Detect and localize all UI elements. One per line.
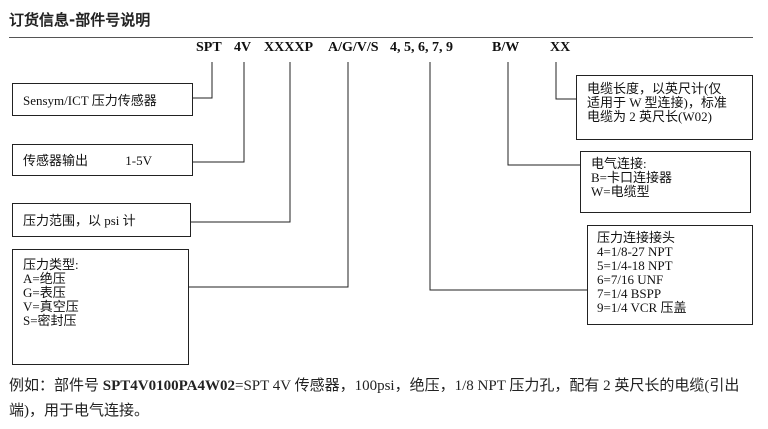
code-segment-electrical: B/W	[492, 40, 520, 55]
box-pressure-type: 压力类型: A=绝压 G=表压 V=真空压 S=密封压	[12, 249, 189, 365]
cable-line-2: 适用于 W 型连接)，标准	[587, 95, 727, 110]
box-output: 传感器输出 1-5V	[12, 144, 193, 176]
line-type	[189, 62, 349, 288]
connector-head-7: 7=1/4 BSPP	[597, 286, 662, 301]
code-segment-range: XXXXP	[264, 40, 313, 55]
electrical-b: B=卡口连接器	[591, 170, 673, 185]
sensor-label: Sensym/ICT 压力传感器	[23, 93, 157, 108]
range-label: 压力范围，以 psi 计	[23, 213, 136, 228]
cable-line-1: 电缆长度，以英尺计(仅	[587, 81, 722, 96]
box-connector-head: 压力连接接头 4=1/8-27 NPT 5=1/4-18 NPT 6=7/16 …	[587, 225, 753, 325]
connector-head-6: 6=7/16 UNF	[597, 272, 664, 287]
line-cable	[555, 62, 576, 100]
box-range: 压力范围，以 psi 计	[12, 203, 191, 237]
box-cable: 电缆长度，以英尺计(仅 适用于 W 型连接)，标准 电缆为 2 英尺长(W02)	[576, 75, 753, 140]
output-label: 传感器输出	[23, 153, 89, 168]
box-sensor: Sensym/ICT 压力传感器	[12, 83, 193, 116]
example-suffix: =SPT 4V 传感器，100psi，绝压，1/8 NPT 压力孔，配有 2 英…	[9, 378, 740, 419]
pressure-type-a: A=绝压	[23, 271, 66, 286]
line-range	[191, 62, 291, 223]
connector-head-9: 9=1/4 VCR 压盖	[597, 300, 687, 315]
code-segment-connector: 4, 5, 6, 7, 9	[390, 40, 453, 55]
example-part-number: SPT4V0100PA4W02	[102, 378, 235, 394]
output-value: 1-5V	[125, 153, 152, 168]
electrical-w: W=电缆型	[591, 184, 650, 199]
example-text: 例如：部件号 SPT4V0100PA4W02=SPT 4V 传感器，100psi…	[9, 374, 761, 424]
pressure-type-v: V=真空压	[23, 299, 79, 314]
pressure-type-s: S=密封压	[23, 313, 77, 328]
cable-line-3: 电缆为 2 英尺长(W02)	[587, 109, 712, 124]
line-output	[193, 62, 245, 163]
line-electrical	[507, 62, 580, 166]
code-segment-type: A/G/V/S	[328, 40, 379, 55]
code-segment-cable: XX	[550, 40, 571, 55]
line-sensor	[193, 62, 213, 99]
code-segment-spt: SPT	[196, 40, 222, 55]
electrical-title: 电气连接:	[591, 156, 647, 171]
pressure-type-title: 压力类型:	[23, 257, 79, 272]
box-electrical: 电气连接: B=卡口连接器 W=电缆型	[580, 151, 751, 213]
line-connector	[429, 62, 587, 291]
connector-head-5: 5=1/4-18 NPT	[597, 258, 673, 273]
code-segment-output: 4V	[234, 40, 252, 55]
example-prefix: 例如：部件号	[9, 378, 103, 394]
divider	[9, 37, 753, 38]
connector-head-title: 压力连接接头	[597, 230, 676, 245]
connector-head-4: 4=1/8-27 NPT	[597, 244, 673, 259]
pressure-type-g: G=表压	[23, 285, 66, 300]
page-title: 订货信息-部件号说明	[9, 11, 151, 29]
